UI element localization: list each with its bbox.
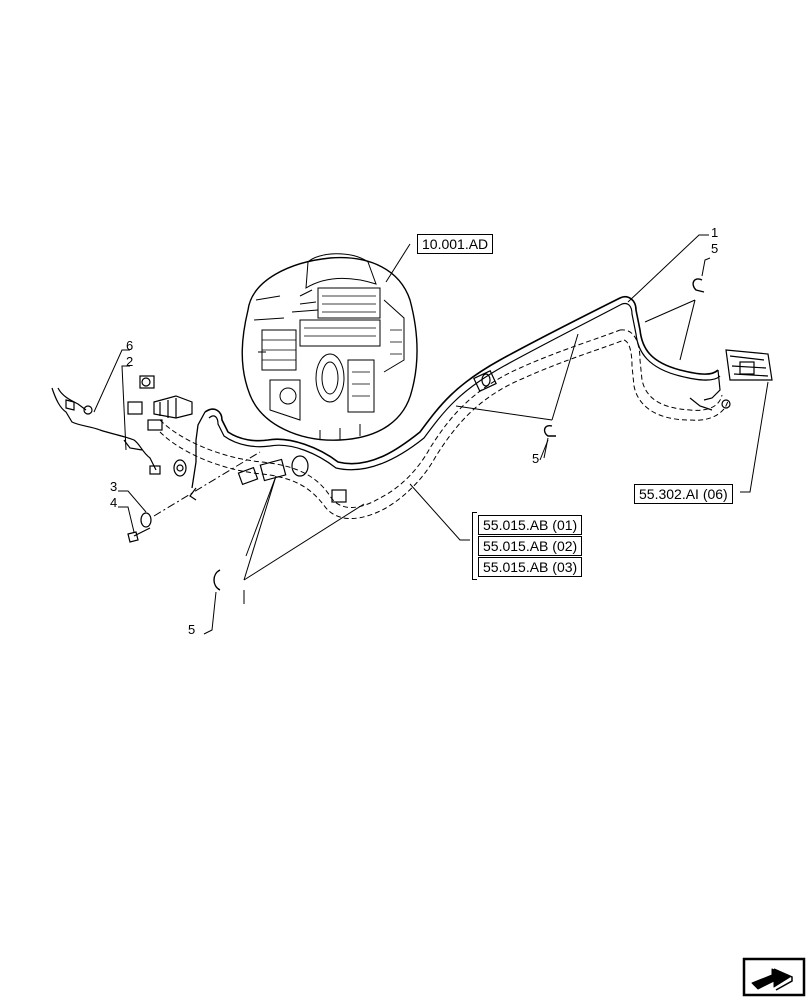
harness-ref-bracket xyxy=(472,512,477,580)
engine-illustration xyxy=(241,253,418,441)
snap-rings xyxy=(213,278,705,591)
callout-5-mid: 5 xyxy=(532,451,540,466)
callout-2: 2 xyxy=(126,354,134,369)
phantom-hose xyxy=(159,329,729,520)
main-harness xyxy=(191,295,721,489)
callout-1: 1 xyxy=(711,225,719,240)
ref-harness-02[interactable]: 55.015.AB (02) xyxy=(478,536,583,556)
callout-5-bottom: 5 xyxy=(188,622,196,637)
ref-harness-03[interactable]: 55.015.AB (03) xyxy=(478,557,583,577)
hvac-unit xyxy=(689,349,773,411)
bolt-parts xyxy=(127,512,152,543)
ref-engine[interactable]: 10.001.AD xyxy=(417,234,494,254)
ref-harness-01[interactable]: 55.015.AB (01) xyxy=(478,515,583,535)
callout-6: 6 xyxy=(126,338,134,353)
next-page-arrow-icon[interactable] xyxy=(740,957,806,997)
callout-4: 4 xyxy=(110,495,118,510)
hose-clamps xyxy=(237,370,497,503)
left-harness xyxy=(51,375,197,501)
callout-3: 3 xyxy=(110,479,118,494)
leader-lines xyxy=(93,234,769,635)
ref-hvac[interactable]: 55.302.AI (06) xyxy=(634,484,733,504)
callout-5-top: 5 xyxy=(711,241,719,256)
